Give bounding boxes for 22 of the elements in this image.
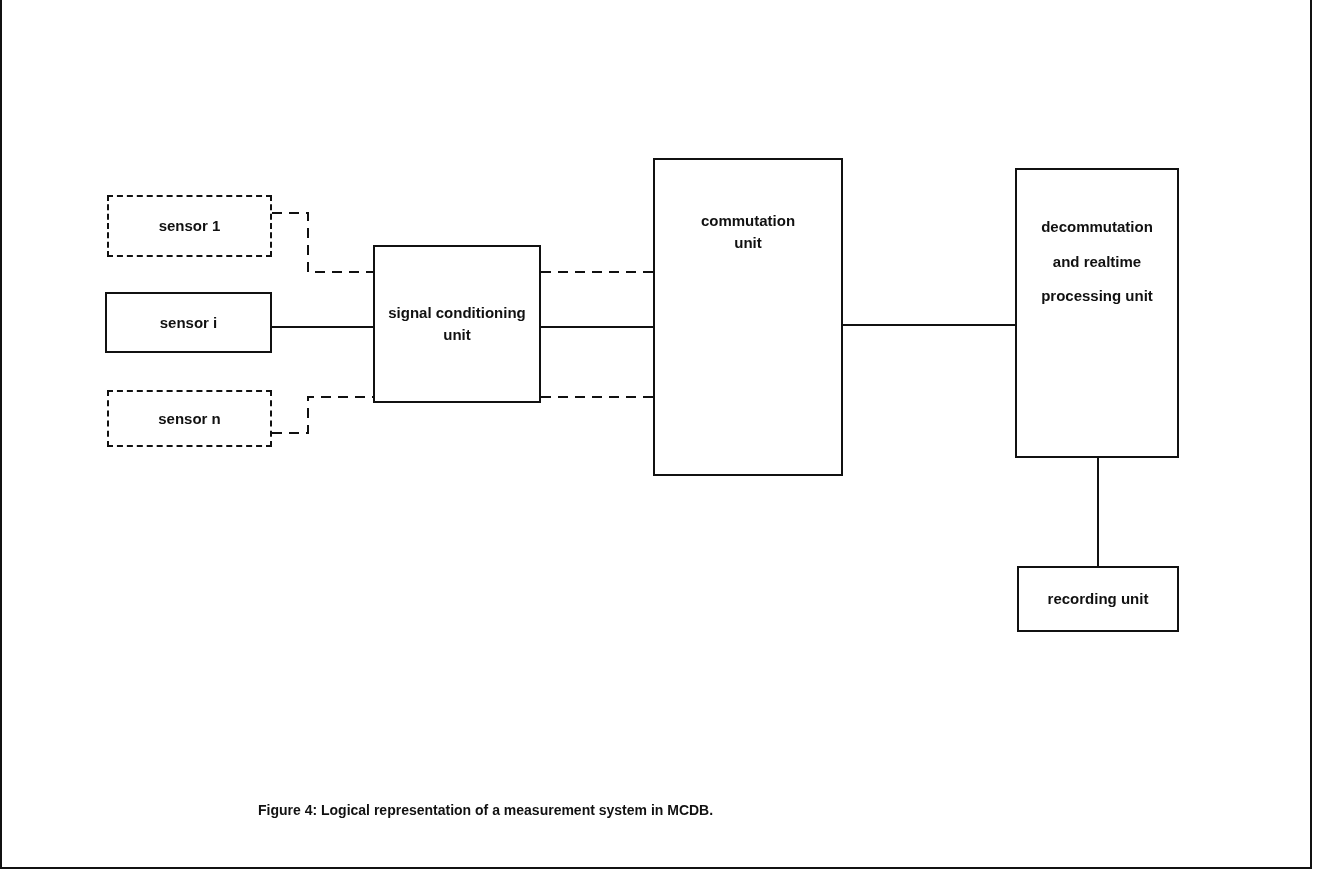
dashed-box	[107, 195, 272, 257]
connector-line	[540, 271, 654, 273]
process-box	[105, 292, 272, 353]
connector-line	[540, 326, 654, 328]
box-label: sensor i	[159, 312, 218, 333]
box-label: sensor 1	[158, 216, 221, 237]
connector-line	[271, 212, 374, 273]
box-label: commutation unit	[699, 211, 797, 253]
connector-line	[842, 324, 1016, 326]
box-label: sensor n	[158, 408, 221, 429]
box-label: signal conditioning unit	[387, 303, 527, 345]
process-box	[1017, 566, 1179, 632]
dashed-box	[107, 390, 272, 447]
connector-line	[1097, 457, 1099, 567]
connector-line	[540, 396, 654, 398]
process-box	[653, 158, 843, 476]
process-box	[1015, 168, 1179, 458]
box-label: decommutation and realtime processing unit	[1040, 217, 1154, 306]
box-label: recording unit	[1047, 589, 1149, 610]
figure-caption: Figure 4: Logical representation of a measurement system in MCDB.	[258, 802, 714, 818]
process-box	[373, 245, 541, 403]
connector-line	[271, 326, 374, 328]
